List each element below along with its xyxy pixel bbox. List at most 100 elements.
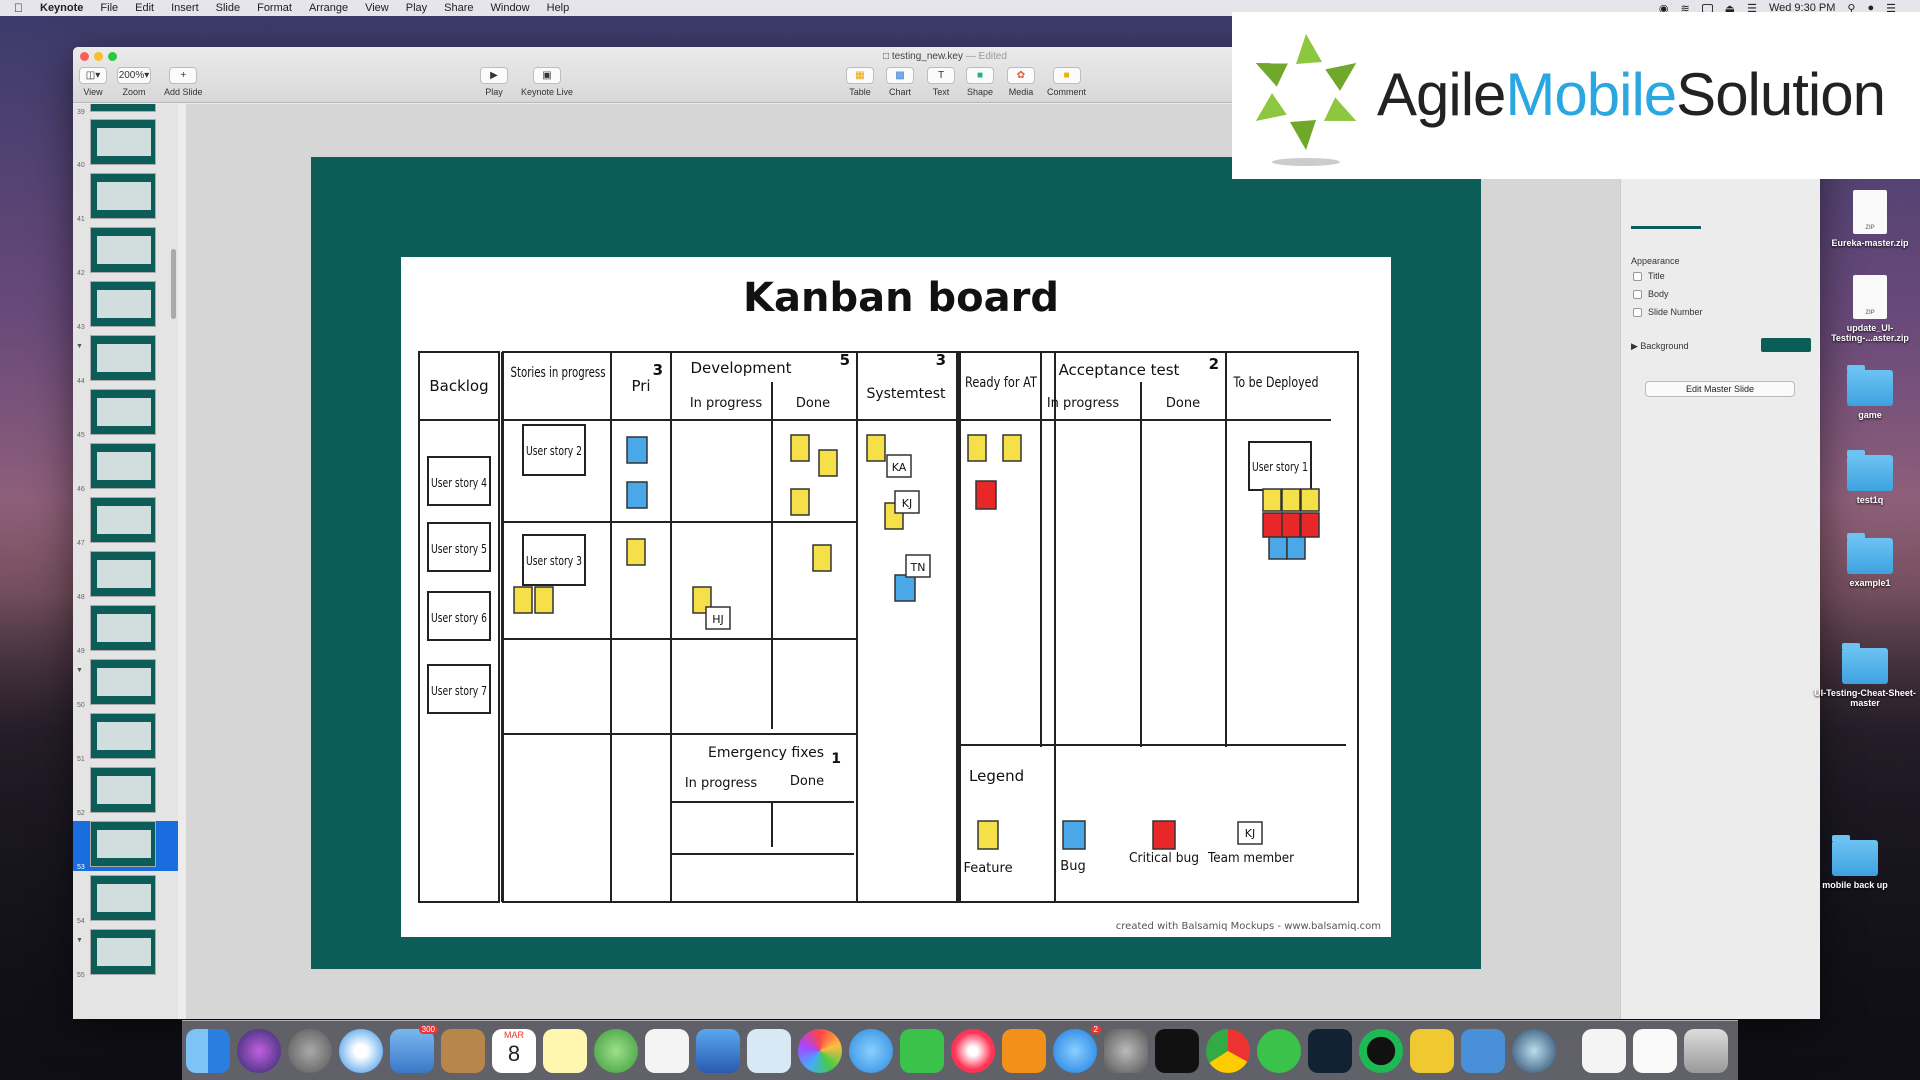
slide-thumbnail-54[interactable]: 54: [73, 875, 178, 925]
siri-icon[interactable]: [237, 1029, 281, 1073]
activity-monitor-icon[interactable]: [1308, 1029, 1352, 1073]
desktop-item-eureka-zip[interactable]: Eureka-master.zip: [1815, 190, 1920, 248]
xcode-icon[interactable]: [696, 1029, 740, 1073]
notification-center-icon[interactable]: ☰: [1886, 2, 1896, 15]
desktop-item-ui-testing-cheat-sheet[interactable]: UI-Testing-Cheat-Sheet-master: [1810, 643, 1920, 708]
close-window-icon[interactable]: [80, 52, 89, 61]
disclosure-triangle-icon[interactable]: ▼: [76, 667, 83, 674]
slide-thumbnail-44[interactable]: ▼44: [73, 335, 178, 385]
siri-icon[interactable]: ●: [1867, 2, 1875, 14]
chart-button[interactable]: ▩ Chart: [886, 67, 914, 97]
slide-thumbnail-49[interactable]: 49: [73, 605, 178, 655]
menu-edit[interactable]: Edit: [135, 2, 155, 14]
slide-thumbnail-47[interactable]: 47: [73, 497, 178, 547]
kanban-image[interactable]: Kanban board: [401, 257, 1391, 937]
current-slide[interactable]: Kanban board: [311, 157, 1481, 969]
android-studio-icon[interactable]: [594, 1029, 638, 1073]
photos-icon[interactable]: [798, 1029, 842, 1073]
slide-canvas[interactable]: Kanban board: [178, 104, 1620, 1019]
chrome-icon[interactable]: [1206, 1029, 1250, 1073]
slide-thumbnail-51[interactable]: 51: [73, 713, 178, 763]
spotify-icon[interactable]: [1359, 1029, 1403, 1073]
slide-thumbnail-53-selected[interactable]: 53: [73, 821, 178, 871]
menu-clock[interactable]: Wed 9:30 PM: [1768, 2, 1836, 14]
menu-help[interactable]: Help: [546, 2, 570, 14]
flag-icon[interactable]: ☰: [1747, 2, 1757, 15]
title-checkbox[interactable]: Title: [1633, 271, 1665, 281]
trash-icon[interactable]: [1684, 1029, 1728, 1073]
slide-thumbnail-48[interactable]: 48: [73, 551, 178, 601]
disclosure-triangle-icon[interactable]: ▼: [76, 343, 83, 350]
table-button[interactable]: ▦ Table: [846, 67, 874, 97]
slide-thumbnail-41[interactable]: 41: [73, 173, 178, 223]
body-checkbox[interactable]: Body: [1633, 289, 1669, 299]
facetime-icon[interactable]: [900, 1029, 944, 1073]
minimize-window-icon[interactable]: [94, 52, 103, 61]
contacts-icon[interactable]: [441, 1029, 485, 1073]
menu-slide[interactable]: Slide: [215, 2, 241, 14]
edit-master-slide-button[interactable]: Edit Master Slide: [1645, 381, 1795, 397]
disclosure-triangle-icon[interactable]: ▼: [76, 937, 83, 944]
quicktime-icon[interactable]: [1512, 1029, 1556, 1073]
background-color-well[interactable]: [1761, 338, 1811, 352]
menu-format[interactable]: Format: [257, 2, 292, 14]
desktop-item-update-zip[interactable]: update_UI-Testing-...aster.zip: [1815, 275, 1920, 343]
zoom-window-icon[interactable]: [108, 52, 117, 61]
desktop-item-mobile-back-up[interactable]: mobile back up: [1800, 835, 1910, 890]
shape-button[interactable]: ■ Shape: [966, 67, 994, 97]
apple-menu-icon[interactable]: : [14, 1, 26, 15]
keynote-icon[interactable]: [1461, 1029, 1505, 1073]
mail-icon[interactable]: 300: [390, 1025, 438, 1073]
background-disclosure[interactable]: ▶ Background: [1631, 341, 1689, 351]
menu-window[interactable]: Window: [490, 2, 530, 14]
launchpad-icon[interactable]: [288, 1029, 332, 1073]
slide-thumbnail-50[interactable]: ▼50: [73, 659, 178, 709]
media-button[interactable]: ✿ Media: [1007, 67, 1035, 97]
view-button[interactable]: ◫▾ View: [79, 67, 107, 97]
notes-icon[interactable]: [543, 1029, 587, 1073]
navigator-scrollbar[interactable]: [171, 249, 176, 319]
menu-app-name[interactable]: Keynote: [40, 2, 84, 14]
reminders-icon[interactable]: [645, 1029, 689, 1073]
menu-share[interactable]: Share: [444, 2, 474, 14]
wireshark-icon[interactable]: [1410, 1029, 1454, 1073]
text-button[interactable]: T Text: [927, 67, 955, 97]
slide-thumbnail-40[interactable]: 40: [73, 119, 178, 169]
app-store-icon[interactable]: 2: [1053, 1025, 1101, 1073]
slide-thumbnail-45[interactable]: 45: [73, 389, 178, 439]
recent-document-icon[interactable]: [1582, 1029, 1626, 1073]
eject-icon[interactable]: ⏏: [1724, 2, 1736, 15]
play-button[interactable]: ▶ Play: [480, 67, 508, 97]
comment-button[interactable]: ■ Comment: [1047, 67, 1086, 97]
downloads-stack-icon[interactable]: [1633, 1029, 1677, 1073]
menu-insert[interactable]: Insert: [171, 2, 199, 14]
itunes-icon[interactable]: [951, 1029, 995, 1073]
messages-icon[interactable]: [849, 1029, 893, 1073]
ibooks-icon[interactable]: [1002, 1029, 1046, 1073]
menu-file[interactable]: File: [100, 2, 119, 14]
slide-navigator[interactable]: 39 40 41 42 43 ▼44 45 46 47 48 49 ▼50 51…: [73, 104, 178, 1019]
system-preferences-icon[interactable]: [1104, 1029, 1148, 1073]
record-icon[interactable]: ◉: [1658, 2, 1669, 15]
slide-thumbnail-52[interactable]: 52: [73, 767, 178, 817]
preview-icon[interactable]: [747, 1029, 791, 1073]
slide-thumbnail-42[interactable]: 42: [73, 227, 178, 277]
slide-thumbnail-46[interactable]: 46: [73, 443, 178, 493]
desktop-item-test1q[interactable]: test1q: [1815, 450, 1920, 505]
zoom-button[interactable]: 200%▾ Zoom: [117, 67, 151, 97]
terminal-icon[interactable]: [1155, 1029, 1199, 1073]
slide-thumbnail-55[interactable]: ▼55: [73, 929, 178, 979]
slide-number-checkbox[interactable]: Slide Number: [1633, 307, 1703, 317]
safari-icon[interactable]: [339, 1029, 383, 1073]
wechat-icon[interactable]: [1257, 1029, 1301, 1073]
add-slide-button[interactable]: + Add Slide: [164, 67, 203, 97]
menu-play[interactable]: Play: [405, 2, 428, 14]
menu-view[interactable]: View: [365, 2, 389, 14]
menu-arrange[interactable]: Arrange: [308, 2, 349, 14]
desktop-item-example1[interactable]: example1: [1815, 533, 1920, 588]
desktop-item-game[interactable]: game: [1815, 365, 1920, 420]
keynote-live-button[interactable]: ▣ Keynote Live: [521, 67, 573, 97]
wifi-icon[interactable]: ≋: [1680, 2, 1690, 15]
slide-thumbnail-43[interactable]: 43: [73, 281, 178, 331]
